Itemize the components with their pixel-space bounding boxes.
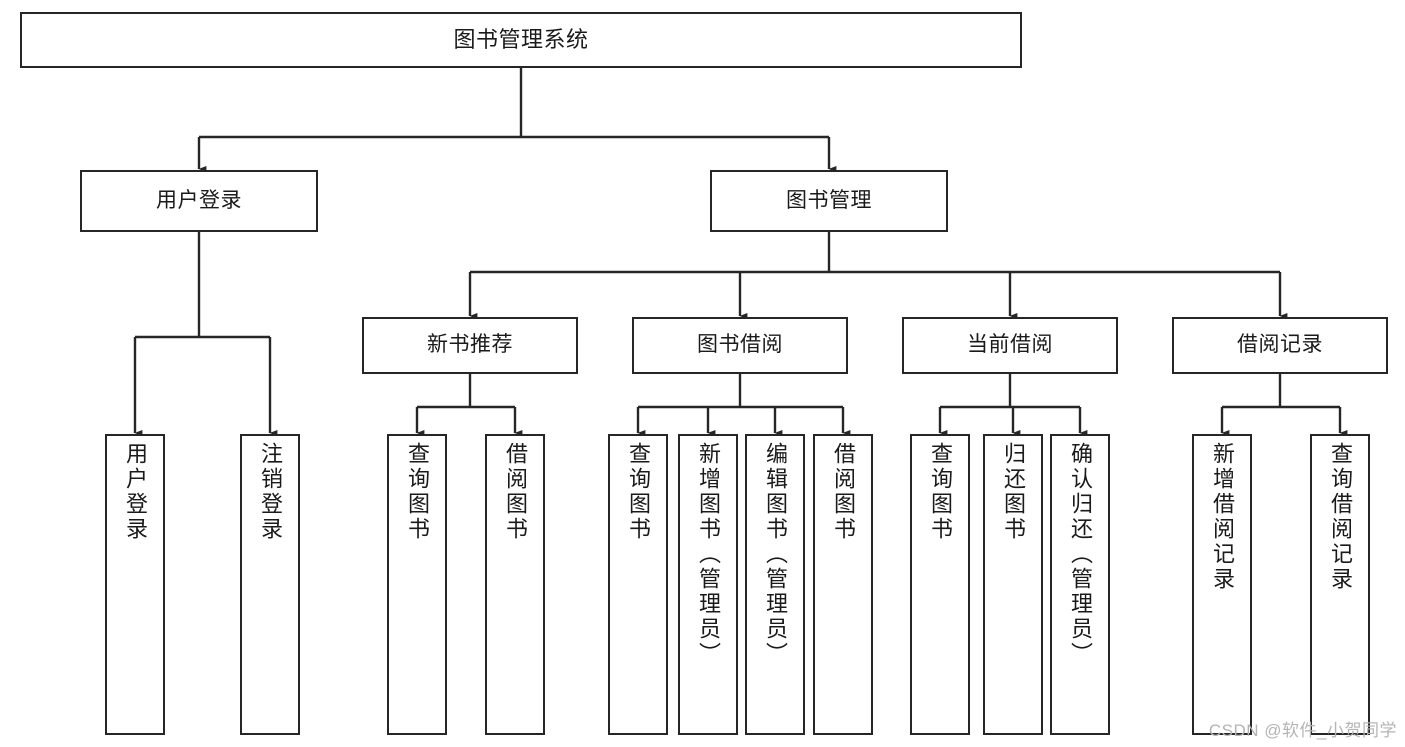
node-current-borrow-label: 当前借阅: [967, 333, 1053, 357]
node-book-borrow-label: 图书借阅: [697, 333, 783, 357]
node-root-label: 图书管理系统: [453, 27, 589, 53]
node-leaf-leaf-borrow-book-b-label: 借阅图书: [831, 442, 856, 542]
node-leaf-leaf-borrow-book-rec-label: 借阅图书: [503, 442, 528, 542]
node-book-borrow[interactable]: 图书借阅: [632, 317, 848, 374]
node-leaf-leaf-query-book-c-label: 查询图书: [928, 442, 953, 542]
node-leaf-leaf-query-book-b-label: 查询图书: [626, 442, 651, 542]
node-leaf-leaf-query-book-b[interactable]: 查询图书: [608, 434, 668, 735]
node-leaf-leaf-logout-login[interactable]: 注销登录: [240, 434, 300, 735]
node-leaf-leaf-borrow-book-rec[interactable]: 借阅图书: [485, 434, 545, 735]
node-leaf-leaf-add-borrow-rec-label: 新增借阅记录: [1210, 442, 1235, 592]
node-leaf-leaf-confirm-return-label: 确认归还（管理员）: [1068, 442, 1093, 667]
node-leaf-leaf-user-login[interactable]: 用户登录: [105, 434, 165, 735]
node-current-borrow[interactable]: 当前借阅: [902, 317, 1118, 374]
node-leaf-leaf-confirm-return[interactable]: 确认归还（管理员）: [1050, 434, 1110, 735]
watermark-credit: CSDN @软件_小贺同学: [1208, 721, 1397, 740]
node-book-manage[interactable]: 图书管理: [710, 170, 948, 232]
node-leaf-leaf-edit-book-label: 编辑图书（管理员）: [763, 442, 788, 667]
node-user-login[interactable]: 用户登录: [80, 170, 318, 232]
node-borrow-record-label: 借阅记录: [1237, 333, 1323, 357]
node-new-book-rec[interactable]: 新书推荐: [362, 317, 578, 374]
node-leaf-leaf-return-book-label: 归还图书: [1001, 442, 1026, 542]
node-root[interactable]: 图书管理系统: [20, 12, 1022, 68]
node-leaf-leaf-query-book-c[interactable]: 查询图书: [910, 434, 970, 735]
node-leaf-leaf-query-borrow-rec-label: 查询借阅记录: [1328, 442, 1353, 592]
node-leaf-leaf-user-login-label: 用户登录: [123, 442, 148, 542]
node-user-login-label: 用户登录: [156, 188, 242, 212]
node-leaf-leaf-query-borrow-rec[interactable]: 查询借阅记录: [1310, 434, 1370, 735]
node-leaf-leaf-add-borrow-rec[interactable]: 新增借阅记录: [1192, 434, 1252, 735]
node-leaf-leaf-add-book-label: 新增图书（管理员）: [696, 442, 721, 667]
node-leaf-leaf-return-book[interactable]: 归还图书: [983, 434, 1043, 735]
node-leaf-leaf-add-book[interactable]: 新增图书（管理员）: [678, 434, 738, 735]
node-leaf-leaf-borrow-book-b[interactable]: 借阅图书: [813, 434, 873, 735]
node-leaf-leaf-logout-login-label: 注销登录: [258, 442, 283, 542]
node-book-manage-label: 图书管理: [786, 188, 872, 212]
node-leaf-leaf-query-book-rec[interactable]: 查询图书: [387, 434, 447, 735]
node-borrow-record[interactable]: 借阅记录: [1172, 317, 1388, 374]
node-new-book-rec-label: 新书推荐: [427, 333, 513, 357]
node-leaf-leaf-query-book-rec-label: 查询图书: [405, 442, 430, 542]
node-leaf-leaf-edit-book[interactable]: 编辑图书（管理员）: [745, 434, 805, 735]
